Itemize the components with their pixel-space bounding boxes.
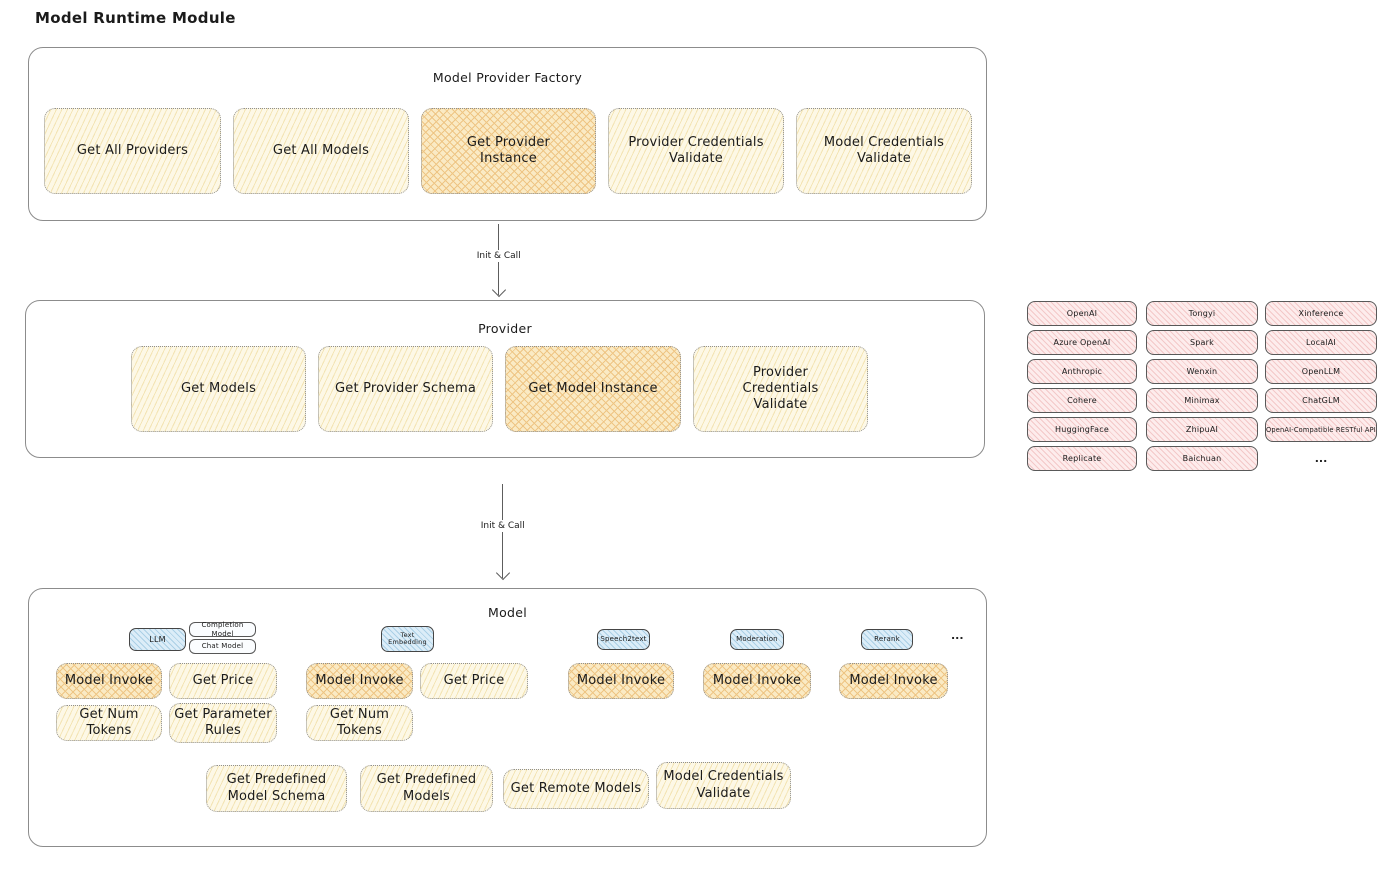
node-get-remote-models: Get Remote Models [503, 769, 649, 809]
model-container: Model LLM Completion Model Chat Model Te… [28, 588, 1000, 860]
node-get-predefined-models: Get Predefined Models [360, 765, 493, 812]
arrow-label-init-call-1: Init & Call [472, 250, 525, 262]
node-llm-get-price: Get Price [169, 663, 277, 699]
provider-title: Provider [478, 321, 532, 336]
model-types-ellipsis: ... [951, 629, 964, 642]
provider-pill-wenxin: Wenxin [1146, 359, 1258, 384]
provider-list-ellipsis: ... [1314, 452, 1328, 465]
node-provider-credentials-validate: Provider Credentials Validate [693, 346, 868, 432]
provider-pill-zhipuai: ZhipuAI [1146, 417, 1258, 442]
node-get-model-instance: Get Model Instance [505, 346, 681, 432]
page-title: Model Runtime Module [35, 9, 236, 27]
arrow-factory-to-provider: Init & Call [472, 224, 525, 295]
provider-pill-spark: Spark [1146, 330, 1258, 355]
factory-container: Model Provider Factory Get All Providers… [28, 47, 987, 221]
model-title: Model [487, 605, 528, 620]
node-model-credentials-validate-factory: Model Credentials Validate [796, 108, 972, 194]
provider-pill-chatglm: ChatGLM [1265, 388, 1377, 413]
node-llm-model-invoke: Model Invoke [56, 663, 162, 699]
node-get-models: Get Models [131, 346, 306, 432]
provider-pill-baichuan: Baichuan [1146, 446, 1258, 471]
provider-list-column-3: Xinference LocalAI OpenLLM ChatGLM OpenA… [1265, 301, 1377, 471]
provider-list-column-1: OpenAI Azure OpenAI Anthropic Cohere Hug… [1027, 301, 1137, 471]
node-rerank-model-invoke: Model Invoke [839, 663, 948, 699]
provider-list-column-2: Tongyi Spark Wenxin Minimax ZhipuAI Baic… [1146, 301, 1258, 471]
provider-pill-anthropic: Anthropic [1027, 359, 1137, 384]
chip-completion-model: Completion Model [189, 621, 256, 638]
chip-rerank: Rerank [861, 629, 913, 650]
chip-chat-model: Chat Model [189, 639, 256, 654]
factory-title: Model Provider Factory [432, 70, 583, 85]
provider-pill-azure-openai: Azure OpenAI [1027, 330, 1137, 355]
node-get-all-providers: Get All Providers [44, 108, 221, 194]
provider-pill-openai: OpenAI [1027, 301, 1137, 326]
node-speech2text-model-invoke: Model Invoke [568, 663, 674, 699]
provider-pill-cohere: Cohere [1027, 388, 1137, 413]
node-moderation-model-invoke: Model Invoke [703, 663, 811, 699]
node-get-provider-instance: Get Provider Instance [421, 108, 596, 194]
node-llm-get-parameter-rules: Get Parameter Rules [169, 703, 277, 743]
node-provider-credentials-validate-factory: Provider Credentials Validate [608, 108, 784, 194]
chip-llm: LLM [129, 628, 186, 651]
chip-moderation: Moderation [730, 629, 784, 650]
provider-pill-huggingface: HuggingFace [1027, 417, 1137, 442]
provider-pill-localai: LocalAI [1265, 330, 1377, 355]
arrow-provider-to-model: Init & Call [476, 484, 529, 578]
provider-pill-replicate: Replicate [1027, 446, 1137, 471]
node-get-all-models: Get All Models [233, 108, 409, 194]
provider-pill-minimax: Minimax [1146, 388, 1258, 413]
arrow-label-init-call-2: Init & Call [476, 520, 529, 532]
node-text-embedding-get-price: Get Price [420, 663, 528, 699]
provider-pill-xinference: Xinference [1265, 301, 1377, 326]
node-llm-get-num-tokens: Get Num Tokens [56, 705, 162, 741]
provider-pill-tongyi: Tongyi [1146, 301, 1258, 326]
node-get-provider-schema: Get Provider Schema [318, 346, 493, 432]
chip-text-embedding: Text Embedding [381, 626, 434, 652]
node-text-embedding-model-invoke: Model Invoke [306, 663, 413, 699]
node-text-embedding-get-num-tokens: Get Num Tokens [306, 705, 413, 741]
chip-speech2text: Speech2text [597, 629, 650, 650]
provider-pill-openai-compatible: OpenAI-Compatible RESTful API [1265, 417, 1377, 442]
node-model-credentials-validate: Model Credentials Validate [656, 762, 791, 809]
provider-pill-openllm: OpenLLM [1265, 359, 1377, 384]
provider-container: Provider Get Models Get Provider Schema … [25, 300, 998, 471]
node-get-predefined-model-schema: Get Predefined Model Schema [206, 765, 347, 812]
